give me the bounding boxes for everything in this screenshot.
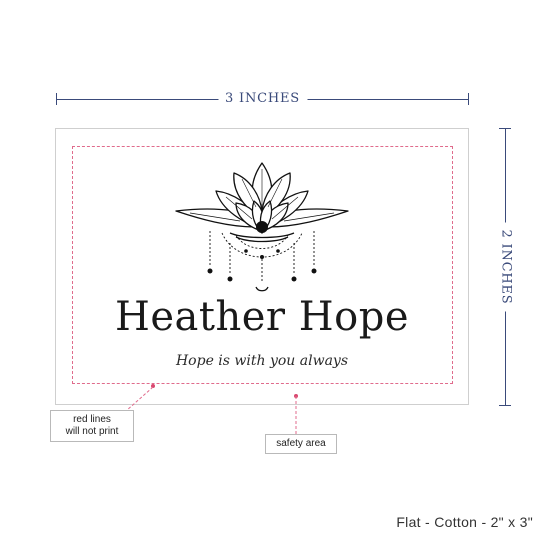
red-lines-leader	[125, 386, 154, 412]
height-dimension-cap-bottom	[499, 405, 511, 406]
height-dimension: 2 INCHES	[498, 128, 514, 406]
height-dimension-label: 2 INCHES	[498, 222, 514, 312]
red-lines-callout-line2: will not print	[65, 426, 119, 437]
safety-area-callout-label: safety area	[276, 438, 326, 449]
width-dimension-cap-right	[468, 93, 469, 105]
safety-area-outline	[72, 146, 453, 384]
height-dimension-cap-top	[499, 128, 511, 129]
red-lines-marker	[151, 384, 155, 388]
card-tagline: Hope is with you always	[175, 353, 349, 369]
lotus-mandala-icon	[175, 162, 349, 292]
width-dimension: 3 INCHES	[56, 91, 469, 107]
safety-area-leader	[295, 396, 297, 434]
product-label: Flat - Cotton - 2" x 3"	[396, 514, 533, 530]
red-lines-callout: red lines will not print	[50, 410, 134, 442]
safety-area-callout: safety area	[265, 434, 337, 454]
business-card-preview: Heather Hope Hope is with you always	[55, 128, 469, 405]
red-lines-callout-line1: red lines	[73, 414, 111, 425]
card-name: Heather Hope	[115, 294, 409, 340]
width-dimension-label: 3 INCHES	[218, 91, 307, 106]
width-dimension-cap-left	[56, 93, 57, 105]
